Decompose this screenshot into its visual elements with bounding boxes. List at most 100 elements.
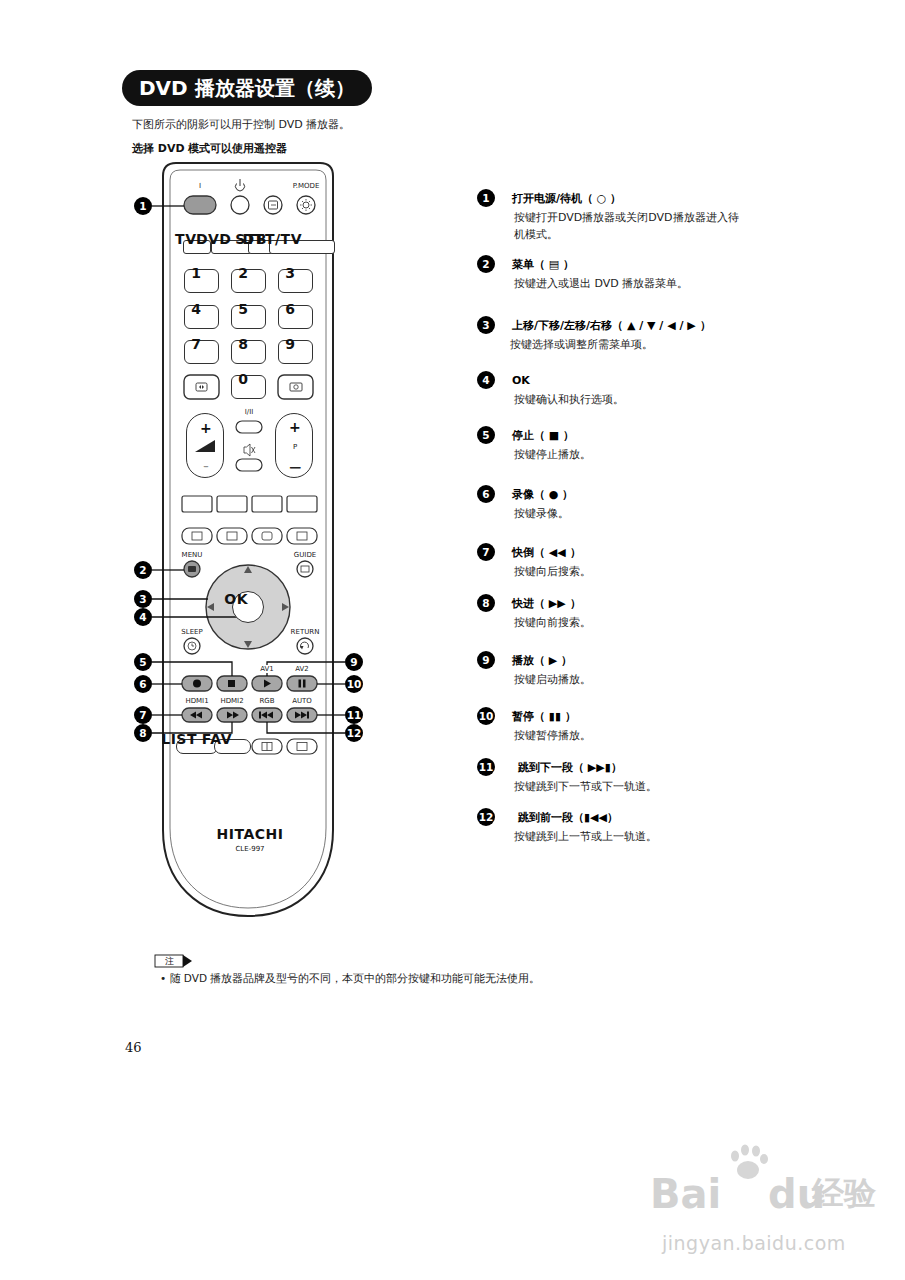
button-label: I/II bbox=[244, 408, 255, 416]
item-description: 按键进入或退出 DVD 播放器菜单。 bbox=[514, 275, 746, 292]
button-text: 4 bbox=[191, 301, 201, 317]
item-heading: 播放（ ▶ ） bbox=[512, 653, 572, 668]
callout-number: 6 bbox=[134, 675, 152, 693]
item-heading: 快进（ ▶▶ ） bbox=[512, 596, 581, 611]
callout-number: 5 bbox=[477, 426, 495, 444]
callout-number: 11 bbox=[345, 706, 363, 724]
watermark: Bai bbox=[650, 1171, 721, 1217]
button-label: HDMI2 bbox=[219, 697, 244, 705]
item-description: 按键启动播放。 bbox=[514, 671, 746, 688]
button-label: AUTO bbox=[291, 697, 313, 705]
ok-button: OK bbox=[232, 591, 264, 623]
note-text: • 随 DVD 播放器品牌及型号的不同，本页中的部分按键和功能可能无法使用。 bbox=[160, 972, 540, 986]
button-text: 0 bbox=[238, 371, 248, 387]
button-label: RETURN bbox=[290, 628, 321, 636]
callout-number: 8 bbox=[134, 724, 152, 742]
item-description: 按键向前搜索。 bbox=[514, 614, 746, 631]
callout-number: 10 bbox=[345, 675, 363, 693]
button-text: 2 bbox=[238, 265, 248, 281]
item-heading: OK bbox=[512, 374, 530, 387]
digit-button: 8 bbox=[231, 340, 266, 364]
button-text: + bbox=[200, 420, 212, 436]
callout-number: 7 bbox=[134, 706, 152, 724]
digit-button: 0 bbox=[231, 375, 266, 399]
button-text: TV bbox=[175, 231, 196, 247]
item-description: 按键向后搜索。 bbox=[514, 563, 746, 580]
title-text: DVD 播放器设置（续） bbox=[139, 75, 355, 102]
program-rocker: + P − bbox=[275, 413, 313, 478]
digit-button: 2 bbox=[231, 269, 266, 293]
button-text: DVD bbox=[196, 231, 232, 247]
digit-button: 4 bbox=[184, 305, 219, 329]
item-heading: 菜单（ ▤ ） bbox=[512, 257, 574, 272]
item-heading: 停止（ ■ ） bbox=[512, 428, 574, 443]
callout-number: 7 bbox=[477, 543, 495, 561]
item-heading: 上移/下移/左移/右移（ ▲ / ▼ / ◀ / ▶ ） bbox=[512, 318, 711, 333]
item-heading: 打开电源/待机（ ○ ） bbox=[512, 191, 621, 206]
remote-body: HITACHICLE-997TVDVDSTBDTT/TV1234567890+−… bbox=[163, 163, 333, 915]
callout-number: 11 bbox=[477, 758, 495, 776]
callout-number: 6 bbox=[477, 485, 495, 503]
intro-text: 下图所示的阴影可以用于控制 DVD 播放器。 bbox=[132, 117, 350, 132]
callout-number: 1 bbox=[477, 189, 495, 207]
button-text: 3 bbox=[285, 265, 295, 281]
item-heading: 快倒（ ◀◀ ） bbox=[512, 545, 581, 560]
callout-number: 9 bbox=[345, 653, 363, 671]
button-label: HDMI1 bbox=[184, 697, 209, 705]
button-text: − bbox=[288, 457, 302, 477]
button-label: AV2 bbox=[294, 665, 310, 673]
button-text: 8 bbox=[238, 336, 248, 352]
button-label: RGB bbox=[258, 697, 275, 705]
item-description: 按键确认和执行选项。 bbox=[514, 391, 746, 408]
digit-button: 5 bbox=[231, 305, 266, 329]
button-text: DTT/TV bbox=[242, 231, 302, 247]
callout-number: 10 bbox=[477, 707, 495, 725]
digit-button: 9 bbox=[278, 340, 313, 364]
note-marker: 注 bbox=[165, 955, 174, 968]
button-text: OK bbox=[224, 591, 248, 607]
item-description: 按键录像。 bbox=[514, 505, 746, 522]
item-heading: 录像（ ● ） bbox=[512, 487, 573, 502]
item-description: 按键停止播放。 bbox=[514, 446, 746, 463]
callout-number: 5 bbox=[134, 653, 152, 671]
callout-number: 4 bbox=[477, 371, 495, 389]
button-text: 7 bbox=[191, 336, 201, 352]
callout-number: 2 bbox=[477, 255, 495, 273]
watermark: jingyan.baidu.com bbox=[662, 1232, 846, 1254]
button-text: − bbox=[203, 463, 209, 471]
page-number: 46 bbox=[125, 1040, 142, 1055]
callout-number: 3 bbox=[477, 316, 495, 334]
digit-button: 7 bbox=[184, 340, 219, 364]
digit-button: 1 bbox=[184, 269, 219, 293]
callout-number: 2 bbox=[134, 561, 152, 579]
button-text: + bbox=[289, 419, 301, 435]
item-description: 按键跳到下一节或下一轨道。 bbox=[514, 778, 746, 795]
watermark: 经验 bbox=[812, 1172, 876, 1216]
button-text: 1 bbox=[191, 265, 201, 281]
button-text: FAV bbox=[202, 731, 232, 747]
button-label: GUIDE bbox=[293, 551, 317, 559]
button-label: AV1 bbox=[259, 665, 275, 673]
callout-number: 1 bbox=[134, 197, 152, 215]
callout-number: 12 bbox=[477, 808, 495, 826]
item-heading: 跳到下一段（ ▶▶▮） bbox=[518, 760, 622, 775]
button-text: P bbox=[293, 443, 297, 451]
intro-heading: 选择 DVD 模式可以使用遥控器 bbox=[132, 141, 287, 156]
callout-number: 8 bbox=[477, 594, 495, 612]
button-text: 5 bbox=[238, 301, 248, 317]
button-text: LIST bbox=[161, 731, 197, 747]
title-banner: DVD 播放器设置（续） bbox=[122, 70, 372, 106]
item-description: 按键暂停播放。 bbox=[514, 727, 746, 744]
mode-button: DTT/TV bbox=[269, 240, 335, 254]
callout-number: 12 bbox=[345, 724, 363, 742]
button-text: HITACHI bbox=[217, 826, 284, 842]
item-description: 按键跳到上一节或上一轨道。 bbox=[514, 828, 746, 845]
callout-number: 4 bbox=[134, 608, 152, 626]
button-label: SLEEP bbox=[180, 628, 203, 636]
fav-button: FAV bbox=[214, 739, 251, 754]
button-label: I bbox=[198, 182, 202, 190]
button-text: 9 bbox=[285, 336, 295, 352]
digit-button: 6 bbox=[278, 305, 313, 329]
item-description: 按键打开DVD播放器或关闭DVD播放器进入待机模式。 bbox=[514, 209, 746, 243]
